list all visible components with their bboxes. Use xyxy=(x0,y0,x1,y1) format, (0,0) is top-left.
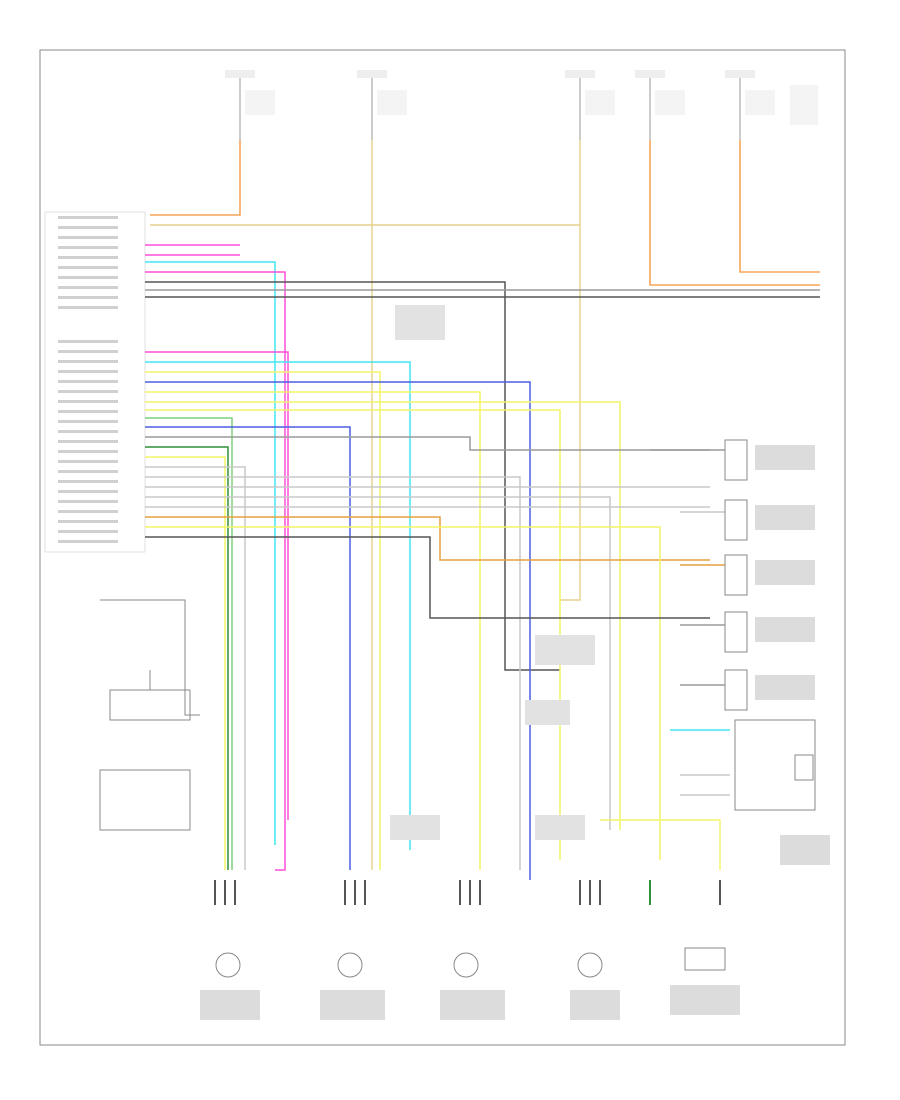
top-fuse-text xyxy=(225,70,818,125)
tan-feed-wires xyxy=(150,140,581,870)
orange-feed-wires xyxy=(150,140,820,286)
diagram-border xyxy=(39,49,846,1046)
bottom-sensor-symbols xyxy=(215,947,726,978)
mid-splice-labels xyxy=(390,305,595,840)
right-sensor-wires xyxy=(600,449,730,870)
right-components xyxy=(724,439,816,811)
bottom-connector-stubs xyxy=(214,880,721,905)
tcc-switch-block xyxy=(99,769,191,831)
pcm-bus-wires xyxy=(145,244,820,880)
right-component-labels xyxy=(755,445,830,865)
pcm-pin-labels xyxy=(58,216,118,543)
transmission-range-switch xyxy=(100,599,200,721)
bottom-sensor-labels xyxy=(200,985,740,1020)
